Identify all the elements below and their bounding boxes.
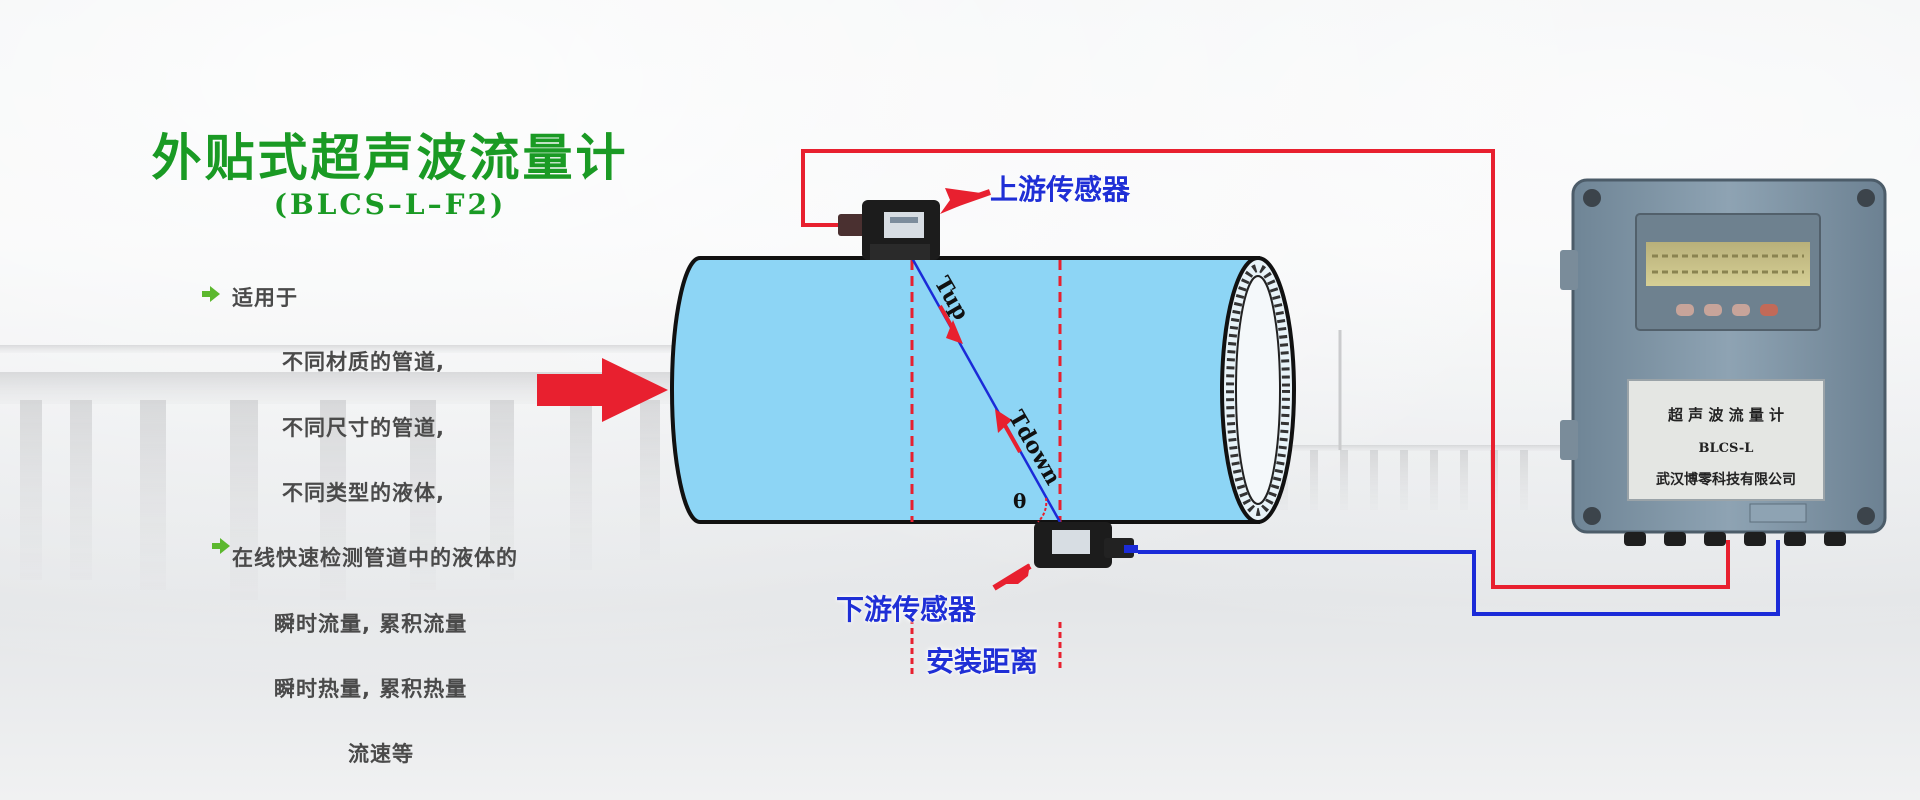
theta-label: θ <box>1013 489 1026 513</box>
feature-heading-detection: 在线快速检测管道中的液体的 <box>232 546 518 570</box>
keypad-button <box>1732 304 1750 316</box>
upstream-sensor-label: 上游传感器 <box>990 173 1131 206</box>
installation-distance-label: 安装距离 <box>926 645 1039 678</box>
feature-line: 不同类型的液体, <box>282 481 445 505</box>
downstream-sensor <box>1034 522 1138 568</box>
page-title: 外贴式超声波流量计 <box>151 128 629 187</box>
upstream-cable <box>801 149 1730 589</box>
downstream-sensor-label: 下游传感器 <box>836 593 977 626</box>
meter-nameplate <box>1627 379 1825 501</box>
keypad-button <box>1760 304 1778 316</box>
keypad-button <box>1704 304 1722 316</box>
downstream-cable <box>1138 540 1780 616</box>
meter-plate-model: BLCS-L <box>1699 441 1754 456</box>
meter-plate-company: 武汉博零科技有限公司 <box>1656 471 1796 488</box>
feature-line: 瞬时流量, 累积流量 <box>274 612 468 636</box>
flow-direction-arrow <box>537 358 668 422</box>
feature-line: 流速等 <box>348 742 414 766</box>
feature-line: 不同材质的管道, <box>282 350 445 374</box>
cable-glands <box>1624 532 1846 546</box>
tdown-arrow <box>995 409 1012 433</box>
model-number: (BLCS–L–F2) <box>273 188 507 221</box>
keypad-button <box>1676 304 1694 316</box>
meter-plate-title: 超 声 波 流 量 计 <box>1667 406 1784 424</box>
ultrasonic-path <box>910 257 1062 523</box>
theta-arc <box>1037 497 1048 523</box>
feature-line: 不同尺寸的管道, <box>282 416 445 440</box>
feature-line: 瞬时热量, 累积热量 <box>274 677 468 701</box>
lcd-display <box>1646 242 1810 286</box>
pipe <box>670 256 1296 524</box>
upstream-sensor <box>838 200 940 260</box>
flowmeter-host <box>1560 178 1887 546</box>
feature-heading-applicable: 适用于 <box>232 286 298 310</box>
